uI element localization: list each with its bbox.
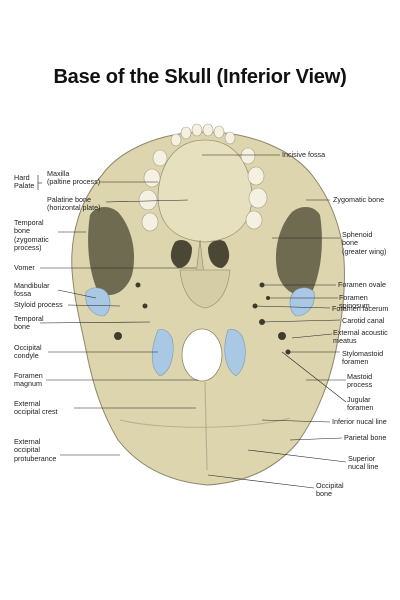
label-sphenoid-bone: Sphenoid bone (greater wing) [342, 230, 387, 256]
label-foramen-lacerum: Foramen lacerum [332, 304, 389, 313]
nucal-line [119, 417, 291, 428]
left-orbit-cavity [88, 206, 135, 296]
label-foramen-magnum: Foramen magnum [14, 371, 43, 389]
left-choana [170, 240, 192, 268]
label-inferior-nucal-line: Inferior nucal line [332, 417, 387, 426]
skull-base-outline [71, 131, 346, 486]
foramina [114, 282, 291, 355]
label-parietal-bone: Parietal bone [344, 433, 387, 442]
label-foramen-ovale: Foramen ovale [338, 280, 386, 289]
label-external-occipital-crest: External occipital crest [14, 399, 58, 417]
label-superior-nucal-line: Superior nucal line [348, 454, 379, 472]
label-carotid-canal: Carotid canal [342, 316, 385, 325]
external-occipital-crest [204, 381, 208, 471]
page-title: Base of the Skull (Inferior View) [53, 66, 347, 88]
label-temporal-zygomatic: Temporal bone (zygomatic process) [14, 218, 49, 253]
label-vomer: Vomer [14, 263, 35, 272]
label-occipital-condyle: Occipital condyle [14, 343, 42, 361]
label-mandibular-fossa: Mandibular fossa [14, 281, 50, 299]
hard-palate [157, 139, 253, 243]
right-choana [208, 240, 230, 268]
label-styloid-process: Styloid process [14, 300, 63, 309]
teeth [138, 123, 268, 232]
foramen-magnum [181, 328, 223, 382]
left-mandibular-fossa [85, 287, 111, 317]
left-occipital-condyle [151, 328, 174, 377]
label-external-acoustic-meatus: External acoustic meatus [333, 328, 388, 346]
label-jugular-foramen: Jugular foramen [347, 395, 374, 413]
label-external-occipital-protuberance: External occipital protuberance [14, 437, 57, 463]
leader-lines [37, 154, 347, 489]
label-palatine-bone: Palatine bone (horizontal plate) [47, 195, 101, 213]
label-hard-palate: Hard Palate [14, 173, 35, 191]
label-maxilla: Maxilla (paltine process) [47, 169, 101, 187]
label-occipital-bone: Occipital bone [316, 481, 344, 499]
right-mandibular-fossa [289, 287, 315, 317]
label-stylomastoid-foramen: Stylomastoid foramen [342, 349, 384, 367]
label-incisive-fossa: Incisive fossa [282, 150, 326, 159]
basilar-region [179, 269, 231, 309]
label-mastoid-process: Mastoid process [347, 372, 373, 390]
label-zygomatic-bone: Zygomatic bone [333, 195, 385, 204]
right-orbit-cavity [275, 206, 322, 296]
label-temporal-bone: Temporal bone [14, 314, 44, 332]
label-foramen-spinosum: Foramen spinosum [339, 293, 370, 311]
right-occipital-condyle [224, 328, 246, 377]
